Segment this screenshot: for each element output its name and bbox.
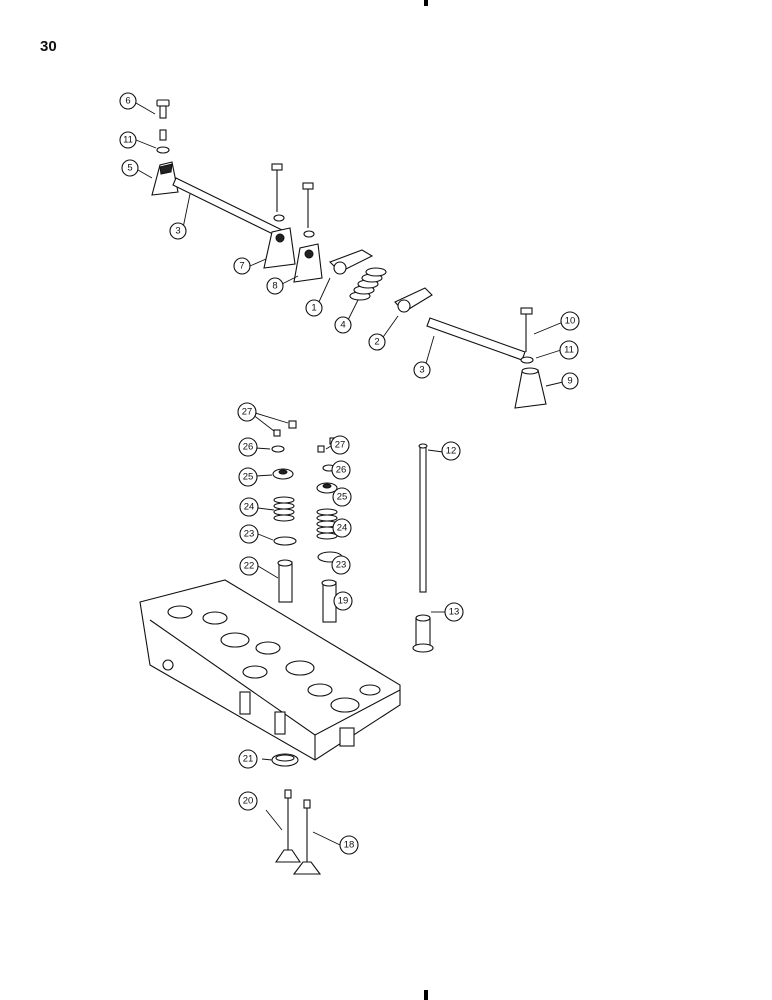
svg-text:2: 2 <box>374 337 379 348</box>
svg-text:9: 9 <box>567 376 572 387</box>
callout-4: 4 <box>334 316 352 334</box>
svg-text:8: 8 <box>272 281 277 292</box>
shaft-part-3-upper <box>172 177 283 238</box>
svg-text:27: 27 <box>335 440 346 451</box>
svg-text:25: 25 <box>243 472 254 483</box>
callout-25-left: 25 <box>238 467 258 487</box>
svg-text:23: 23 <box>244 529 255 540</box>
valve-components <box>271 420 434 653</box>
support-part-7 <box>263 227 296 269</box>
callout-18: 18 <box>339 835 359 855</box>
callout-1: 1 <box>305 299 323 317</box>
callout-19: 19 <box>333 591 353 611</box>
svg-text:25: 25 <box>337 492 348 503</box>
callout-11-top: 11 <box>119 131 137 149</box>
svg-text:18: 18 <box>344 840 355 851</box>
callout-10: 10 <box>560 311 580 331</box>
callout-3-upper: 3 <box>169 222 187 240</box>
bolt-part-6 <box>156 99 170 119</box>
support-part-9 <box>514 369 547 409</box>
svg-text:13: 13 <box>449 607 460 618</box>
callout-27-right: 27 <box>330 435 350 455</box>
spring-part-24-right <box>316 508 338 540</box>
svg-text:7: 7 <box>239 261 244 272</box>
callout-5: 5 <box>121 159 139 177</box>
svg-text:24: 24 <box>244 502 255 513</box>
valve-part-20 <box>274 789 302 863</box>
svg-text:22: 22 <box>244 561 255 572</box>
callout-26-right: 26 <box>331 460 351 480</box>
callout-21: 21 <box>238 749 258 769</box>
callout-24-left: 24 <box>239 497 259 517</box>
callout-13: 13 <box>444 602 464 622</box>
svg-text:10: 10 <box>565 316 576 327</box>
callout-6: 6 <box>119 92 137 110</box>
push-rod-part-12 <box>419 445 427 593</box>
svg-text:3: 3 <box>175 226 180 237</box>
callout-23-right: 23 <box>331 555 351 575</box>
support-part-8 <box>293 243 323 283</box>
callout-24-right: 24 <box>332 518 352 538</box>
svg-text:26: 26 <box>336 465 347 476</box>
callout-3-lower: 3 <box>413 361 431 379</box>
callout-23-left: 23 <box>239 524 259 544</box>
valve-guide-part-22 <box>278 561 293 603</box>
bolt-part-10 <box>520 307 534 364</box>
callout-27-left: 27 <box>237 402 257 422</box>
svg-text:4: 4 <box>340 320 345 331</box>
washer-part-11-top <box>156 129 170 154</box>
callout-2: 2 <box>368 333 386 351</box>
bottom-crop-mark <box>424 990 428 1000</box>
svg-text:6: 6 <box>125 96 130 107</box>
callout-11-right: 11 <box>559 340 579 360</box>
svg-text:5: 5 <box>127 163 132 174</box>
cylinder-head <box>139 579 401 761</box>
svg-text:24: 24 <box>337 523 348 534</box>
page-number: 30 <box>40 38 57 55</box>
svg-text:20: 20 <box>243 796 254 807</box>
svg-text:19: 19 <box>338 596 349 607</box>
shaft-part-3-lower <box>426 317 526 361</box>
top-crop-mark <box>424 0 428 6</box>
svg-text:26: 26 <box>243 442 254 453</box>
svg-text:11: 11 <box>123 135 133 146</box>
svg-text:27: 27 <box>242 407 253 418</box>
svg-text:12: 12 <box>446 446 457 457</box>
callout-26-left: 26 <box>238 437 258 457</box>
svg-text:3: 3 <box>419 365 424 376</box>
callout-20: 20 <box>238 791 258 811</box>
spring-part-4 <box>349 267 387 301</box>
callout-22: 22 <box>239 556 259 576</box>
bolts-upper-supports <box>271 163 315 238</box>
svg-text:23: 23 <box>336 560 347 571</box>
spring-part-24-left <box>273 496 295 522</box>
callout-25-right: 25 <box>332 487 352 507</box>
callout-8: 8 <box>266 277 284 295</box>
rocker-shaft-assembly <box>151 99 547 409</box>
svg-text:11: 11 <box>564 345 574 356</box>
callout-9: 9 <box>561 372 579 390</box>
callout-12: 12 <box>441 441 461 461</box>
svg-text:21: 21 <box>243 754 254 765</box>
svg-text:1: 1 <box>311 303 316 314</box>
callout-7: 7 <box>233 257 251 275</box>
valve-part-18 <box>292 799 322 875</box>
